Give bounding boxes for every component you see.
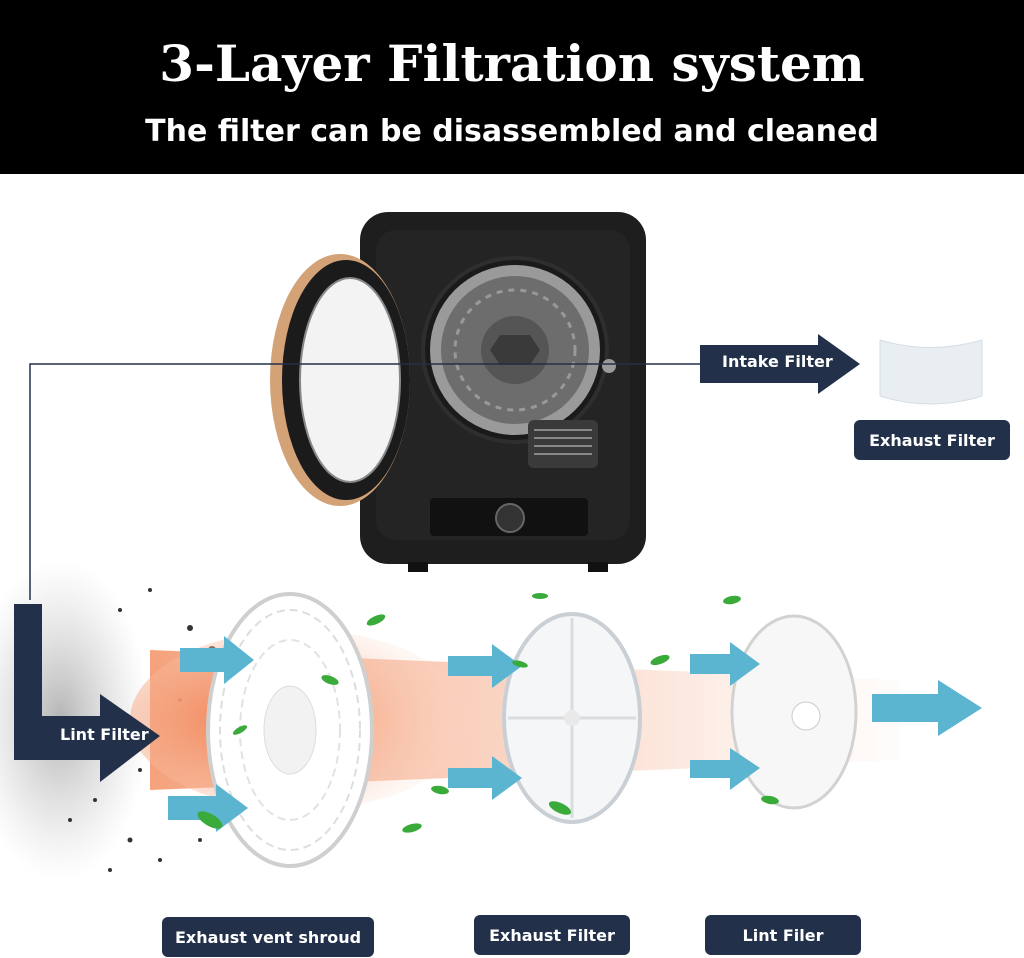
exhaust-filter-part-label: Exhaust Filter xyxy=(474,915,630,955)
exhaust-filter-callout: Exhaust Filter xyxy=(854,420,1010,460)
lint-arrow xyxy=(14,604,160,782)
lint-connector-line xyxy=(29,363,600,600)
lint-filter-part xyxy=(730,614,858,810)
shroud-label: Exhaust vent shroud xyxy=(162,917,374,957)
filtration-illustration xyxy=(0,212,983,880)
leaves xyxy=(197,593,779,833)
intake-filter-label: Intake Filter xyxy=(722,352,833,371)
page-subtitle: The filter can be disassembled and clean… xyxy=(145,114,879,149)
shroud-part xyxy=(206,592,374,868)
exhaust-filter-part xyxy=(502,612,642,824)
airflow-arrows xyxy=(168,636,982,832)
intake-arrow xyxy=(700,334,860,394)
dryer-door xyxy=(270,254,410,506)
lint-filter-label: Lint Filter xyxy=(60,725,149,744)
lint-filter-part-label: Lint Filer xyxy=(705,915,861,955)
dryer-unit xyxy=(360,212,646,572)
header-banner xyxy=(0,0,1024,174)
page-title: 3-Layer Filtration system xyxy=(159,34,865,93)
debris-particles xyxy=(68,588,216,872)
intake-filter-pad xyxy=(879,339,983,405)
